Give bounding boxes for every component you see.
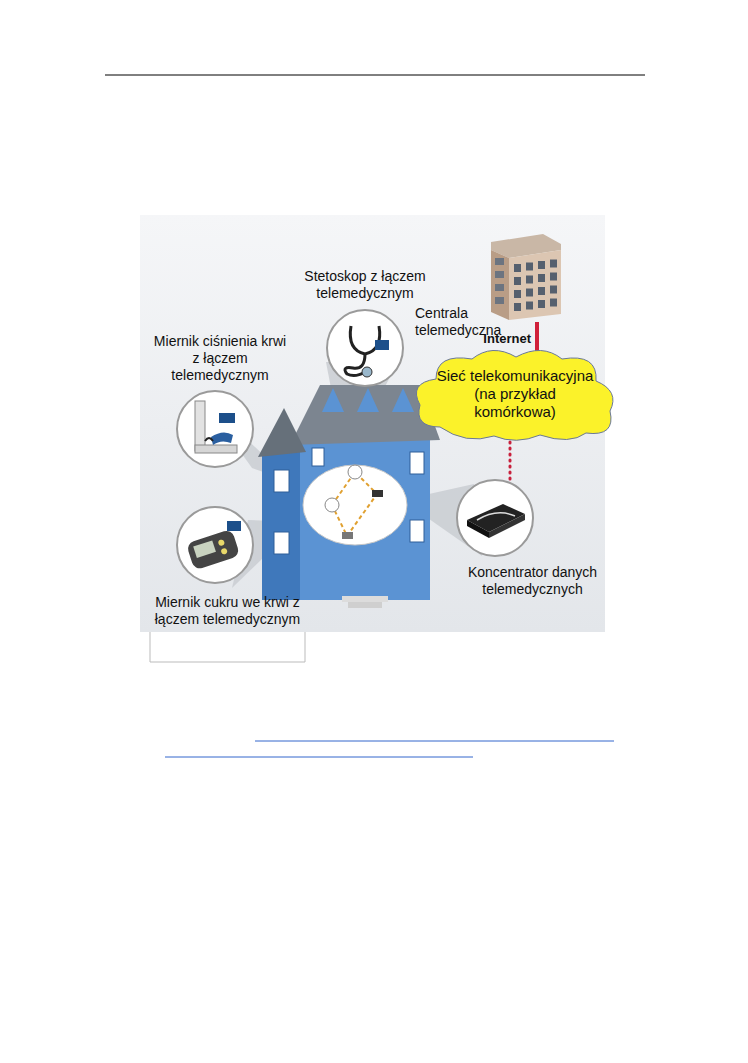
node-label: Miernik cukru we krwi z łączem telemedyc… (150, 594, 305, 628)
node-label: Stetoskop z łączem telemedycznym (295, 268, 435, 302)
node-label: Sieć telekomunikacyjna (na przykład komó… (435, 367, 595, 421)
device-callout: Miernik ciśnienia krwi z łączem telemedy… (150, 333, 290, 469)
hub-picture (455, 478, 535, 558)
device-callout: Stetoskop z łączem telemedycznym (295, 268, 435, 388)
node-label: Miernik ciśnienia krwi z łączem telemedy… (150, 333, 290, 383)
header-rule (105, 75, 645, 76)
gluco-picture (175, 505, 255, 585)
node-label: Koncentrator danych telemedycznych (445, 564, 620, 598)
label-box (150, 632, 305, 662)
internet-link (535, 322, 539, 351)
edge-label: Internet (483, 331, 531, 347)
cellular-link (509, 442, 512, 484)
bp-picture (175, 389, 255, 469)
link-underline (165, 741, 614, 757)
network-cloud: Sieć telekomunikacyjna (na przykład komó… (410, 345, 620, 442)
house (258, 385, 440, 608)
device-callout: Koncentrator danych telemedycznych (445, 478, 620, 598)
building-picture (485, 228, 563, 322)
stetho-picture (325, 308, 405, 388)
device-callout: Miernik cukru we krwi z łączem telemedyc… (150, 505, 305, 628)
center-building: Centrala telemedyczna (415, 228, 563, 339)
